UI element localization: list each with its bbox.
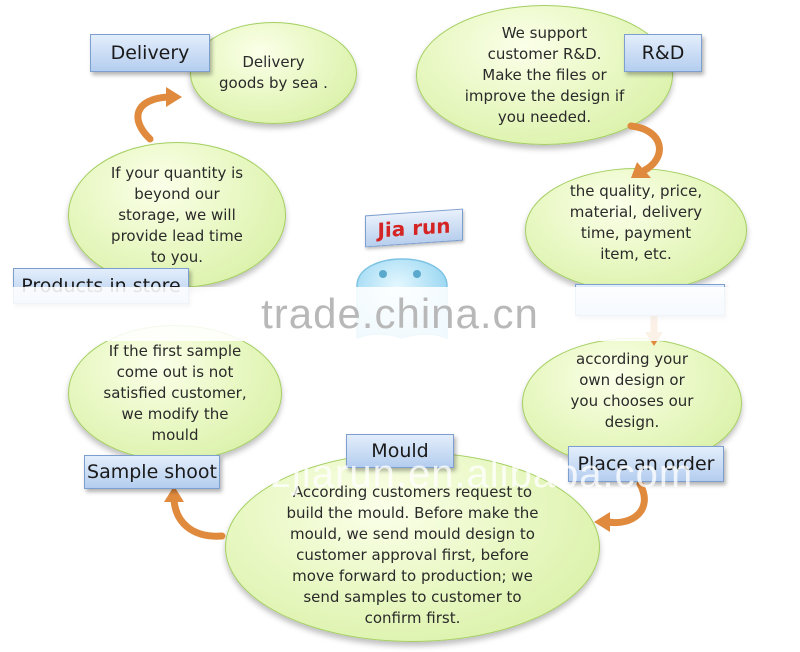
delivery-label: Delivery	[90, 34, 210, 72]
bubble-line: to you.	[150, 247, 204, 266]
bubble-line: time, payment	[580, 224, 692, 242]
watermark-band	[0, 287, 800, 341]
bubble-line: item, etc.	[600, 245, 672, 263]
bubble-line: satisfied customer,	[103, 383, 247, 402]
bubble-line: confirm first.	[364, 608, 461, 627]
bubble-line: material, delivery	[569, 203, 703, 221]
bubble-line: you needed.	[497, 107, 592, 126]
rd-bubble: We support customer R&D. Make the files or…	[416, 5, 673, 145]
bubble-line: send samples to customer to	[303, 587, 522, 606]
bubble-line: goods by sea .	[219, 74, 328, 92]
bubble-line: move forward to production; we	[292, 566, 533, 585]
bubble-line: improve the design if	[464, 86, 625, 105]
bubble-line: mould	[151, 425, 199, 444]
mould-label: Mould	[346, 434, 454, 468]
delivery-bubble: Delivery goods by sea .	[190, 22, 357, 124]
store-bubble: If your quantity is beyond our storage, we…	[68, 142, 286, 288]
watermark-text-secondary: szjiarun.en.alibaba.com	[250, 452, 694, 496]
place-order-label: Place an order	[568, 446, 724, 482]
bubble-line: you chooses our	[570, 392, 694, 410]
arrow-mould-to-sample	[164, 486, 226, 540]
watermark-text: trade.china.cn	[261, 290, 539, 337]
bubble-line: own design or	[579, 371, 685, 389]
bubble-line: Make the files or	[482, 65, 607, 84]
bubble-line: build the mould. Before make the	[286, 503, 539, 522]
bubble-line: come out is not	[116, 362, 234, 381]
sample-bubble: If the first sample come out is not satisf…	[68, 325, 282, 461]
sample-shoot-label: Sample shoot	[84, 455, 220, 489]
bubble-line: according your	[576, 350, 688, 368]
arrow-store-to-delivery	[134, 87, 182, 143]
bubble-line: We support	[501, 23, 588, 42]
brand-logo: Jia run	[365, 208, 463, 248]
bubble-line: the quality, price,	[569, 182, 703, 200]
quality-bubble: the quality, price, material, delivery tim…	[525, 168, 747, 292]
bubble-line: customer approval first, before	[296, 545, 529, 564]
bubble-line: customer R&D.	[487, 44, 602, 63]
rd-label: R&D	[624, 34, 702, 72]
bubble-line: we modify the	[121, 404, 229, 423]
bubble-line: If the first sample	[108, 341, 242, 360]
bubble-line: Delivery	[242, 53, 305, 71]
bubble-line: mould, we send mould design to	[290, 524, 535, 543]
bubble-line: According customers request to	[292, 482, 533, 501]
bubble-line: If your quantity is	[110, 163, 244, 182]
bubble-line: storage, we will	[118, 205, 236, 224]
arrow-order-to-mould	[594, 480, 648, 532]
bubble-line: design.	[604, 413, 660, 431]
bubble-line: beyond our	[134, 184, 220, 203]
bubble-line: provide lead time	[111, 226, 243, 245]
arrow-rd-to-quality	[627, 122, 663, 178]
